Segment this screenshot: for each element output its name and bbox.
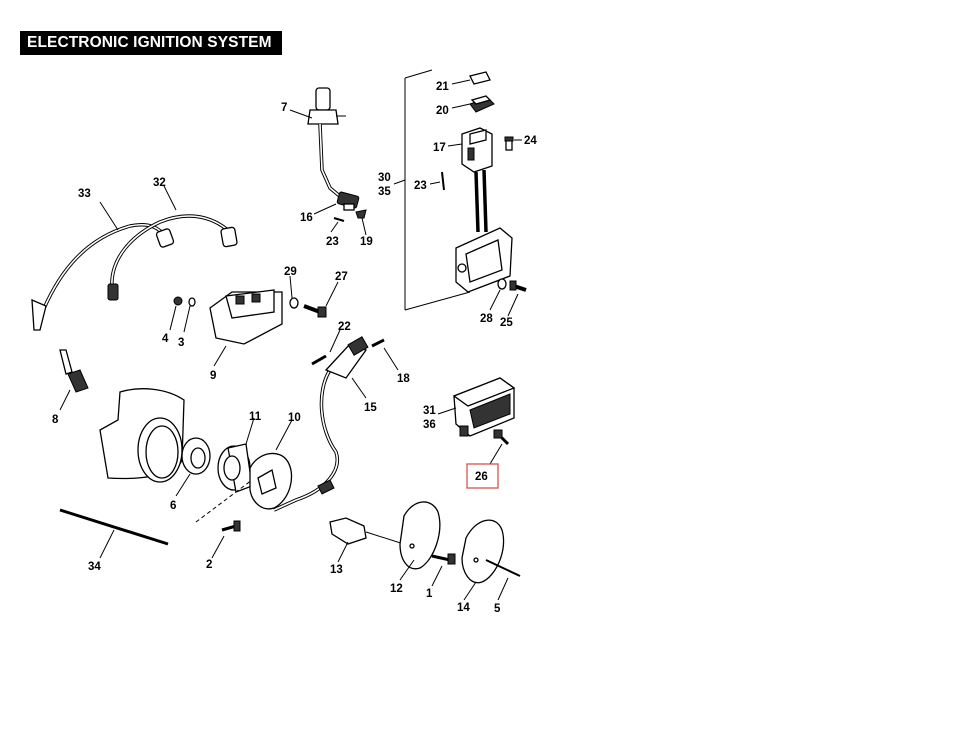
- diagram-title: ELECTRONIC IGNITION SYSTEM: [27, 34, 272, 51]
- callout-31: 31: [423, 405, 436, 417]
- callout-6: 6: [170, 500, 176, 512]
- callout-5: 5: [494, 603, 501, 615]
- cover-housing: [99, 388, 185, 483]
- callout-19: 19: [360, 236, 373, 248]
- callout-2: 2: [206, 559, 212, 571]
- part-33-32-plug-wires: [31, 214, 238, 331]
- callout-35: 35: [378, 186, 391, 198]
- callout-28: 28: [480, 313, 493, 325]
- part-27-bolt: [303, 304, 327, 318]
- callout-21: 21: [436, 81, 449, 93]
- part-3-washer: [188, 297, 196, 307]
- part-11-rotor: [217, 443, 253, 493]
- part-17-module-connector: [461, 127, 493, 173]
- callout-23b: 23: [414, 180, 427, 192]
- callout-8: 8: [52, 414, 59, 426]
- callout-27: 27: [335, 271, 348, 283]
- part-31-36-module: [452, 377, 516, 437]
- part-6-seal-ring: [181, 437, 211, 475]
- callout-23: 23: [326, 236, 339, 248]
- diagram-title-bar: ELECTRONIC IGNITION SYSTEM: [20, 31, 282, 55]
- callout-32: 32: [153, 177, 166, 189]
- callout-14: 14: [457, 602, 470, 614]
- part-4-nut: [173, 296, 183, 306]
- part-7-coil-lead: [307, 87, 346, 200]
- part-22-terminal: [311, 354, 327, 366]
- callout-labels: 7 16 23 19 21 20 17 24 23 30 35 28 25 33…: [52, 81, 537, 615]
- part-16-connector: [336, 191, 360, 211]
- callout-33: 33: [78, 188, 91, 200]
- callout-13: 13: [330, 564, 343, 576]
- callout-22: 22: [338, 321, 351, 333]
- part-5-pin: [485, 559, 521, 577]
- part-28-washer: [497, 278, 507, 290]
- part-30-35-module: [455, 169, 513, 293]
- part-24-screw: [504, 136, 514, 151]
- callout-1: 1: [426, 588, 433, 600]
- part-9-ignition-coil: [209, 289, 283, 345]
- module-group-bracket: [404, 69, 471, 311]
- callout-4: 4: [162, 333, 169, 345]
- part-29-washer: [289, 297, 299, 309]
- part-18-terminal: [371, 338, 385, 348]
- callout-20: 20: [436, 105, 449, 117]
- callout-15: 15: [364, 402, 377, 414]
- part-10-sensor-plate: [249, 452, 293, 510]
- part-19-clip: [355, 209, 367, 219]
- callout-18: 18: [397, 373, 410, 385]
- callout-11: 11: [249, 411, 262, 423]
- part-34-cable-tie: [59, 508, 169, 546]
- part-8-spark-plug: [59, 349, 89, 393]
- callout-25: 25: [500, 317, 513, 329]
- part-2-screw: [221, 520, 241, 532]
- leader-lines: [59, 79, 522, 601]
- part-21-seal: [469, 71, 491, 85]
- part-15-harness: [273, 336, 369, 512]
- callout-34: 34: [88, 561, 101, 573]
- callout-3: 3: [178, 337, 184, 349]
- part-23-pin-module: [441, 171, 445, 191]
- part-2-alignment-line: [195, 479, 253, 523]
- callout-26: 26: [475, 471, 488, 483]
- callout-7: 7: [281, 102, 287, 114]
- part-26-screw: [493, 429, 510, 446]
- part-12-plate: [399, 501, 441, 570]
- part-1-bolt: [431, 553, 456, 565]
- callout-12: 12: [390, 583, 403, 595]
- callout-9: 9: [210, 370, 216, 382]
- part-25-screw: [509, 280, 527, 292]
- highlight-box-26: [466, 463, 499, 489]
- part-14-plate: [461, 519, 505, 584]
- part-20-plate: [469, 95, 495, 113]
- callout-30: 30: [378, 172, 391, 184]
- callout-16: 16: [300, 212, 313, 224]
- callout-10: 10: [288, 412, 301, 424]
- callout-36: 36: [423, 419, 436, 431]
- part-23-pin-top: [333, 217, 345, 222]
- callout-24: 24: [524, 135, 537, 147]
- part-13-bushing: [329, 517, 411, 547]
- callout-17: 17: [433, 142, 446, 154]
- callout-29: 29: [284, 266, 297, 278]
